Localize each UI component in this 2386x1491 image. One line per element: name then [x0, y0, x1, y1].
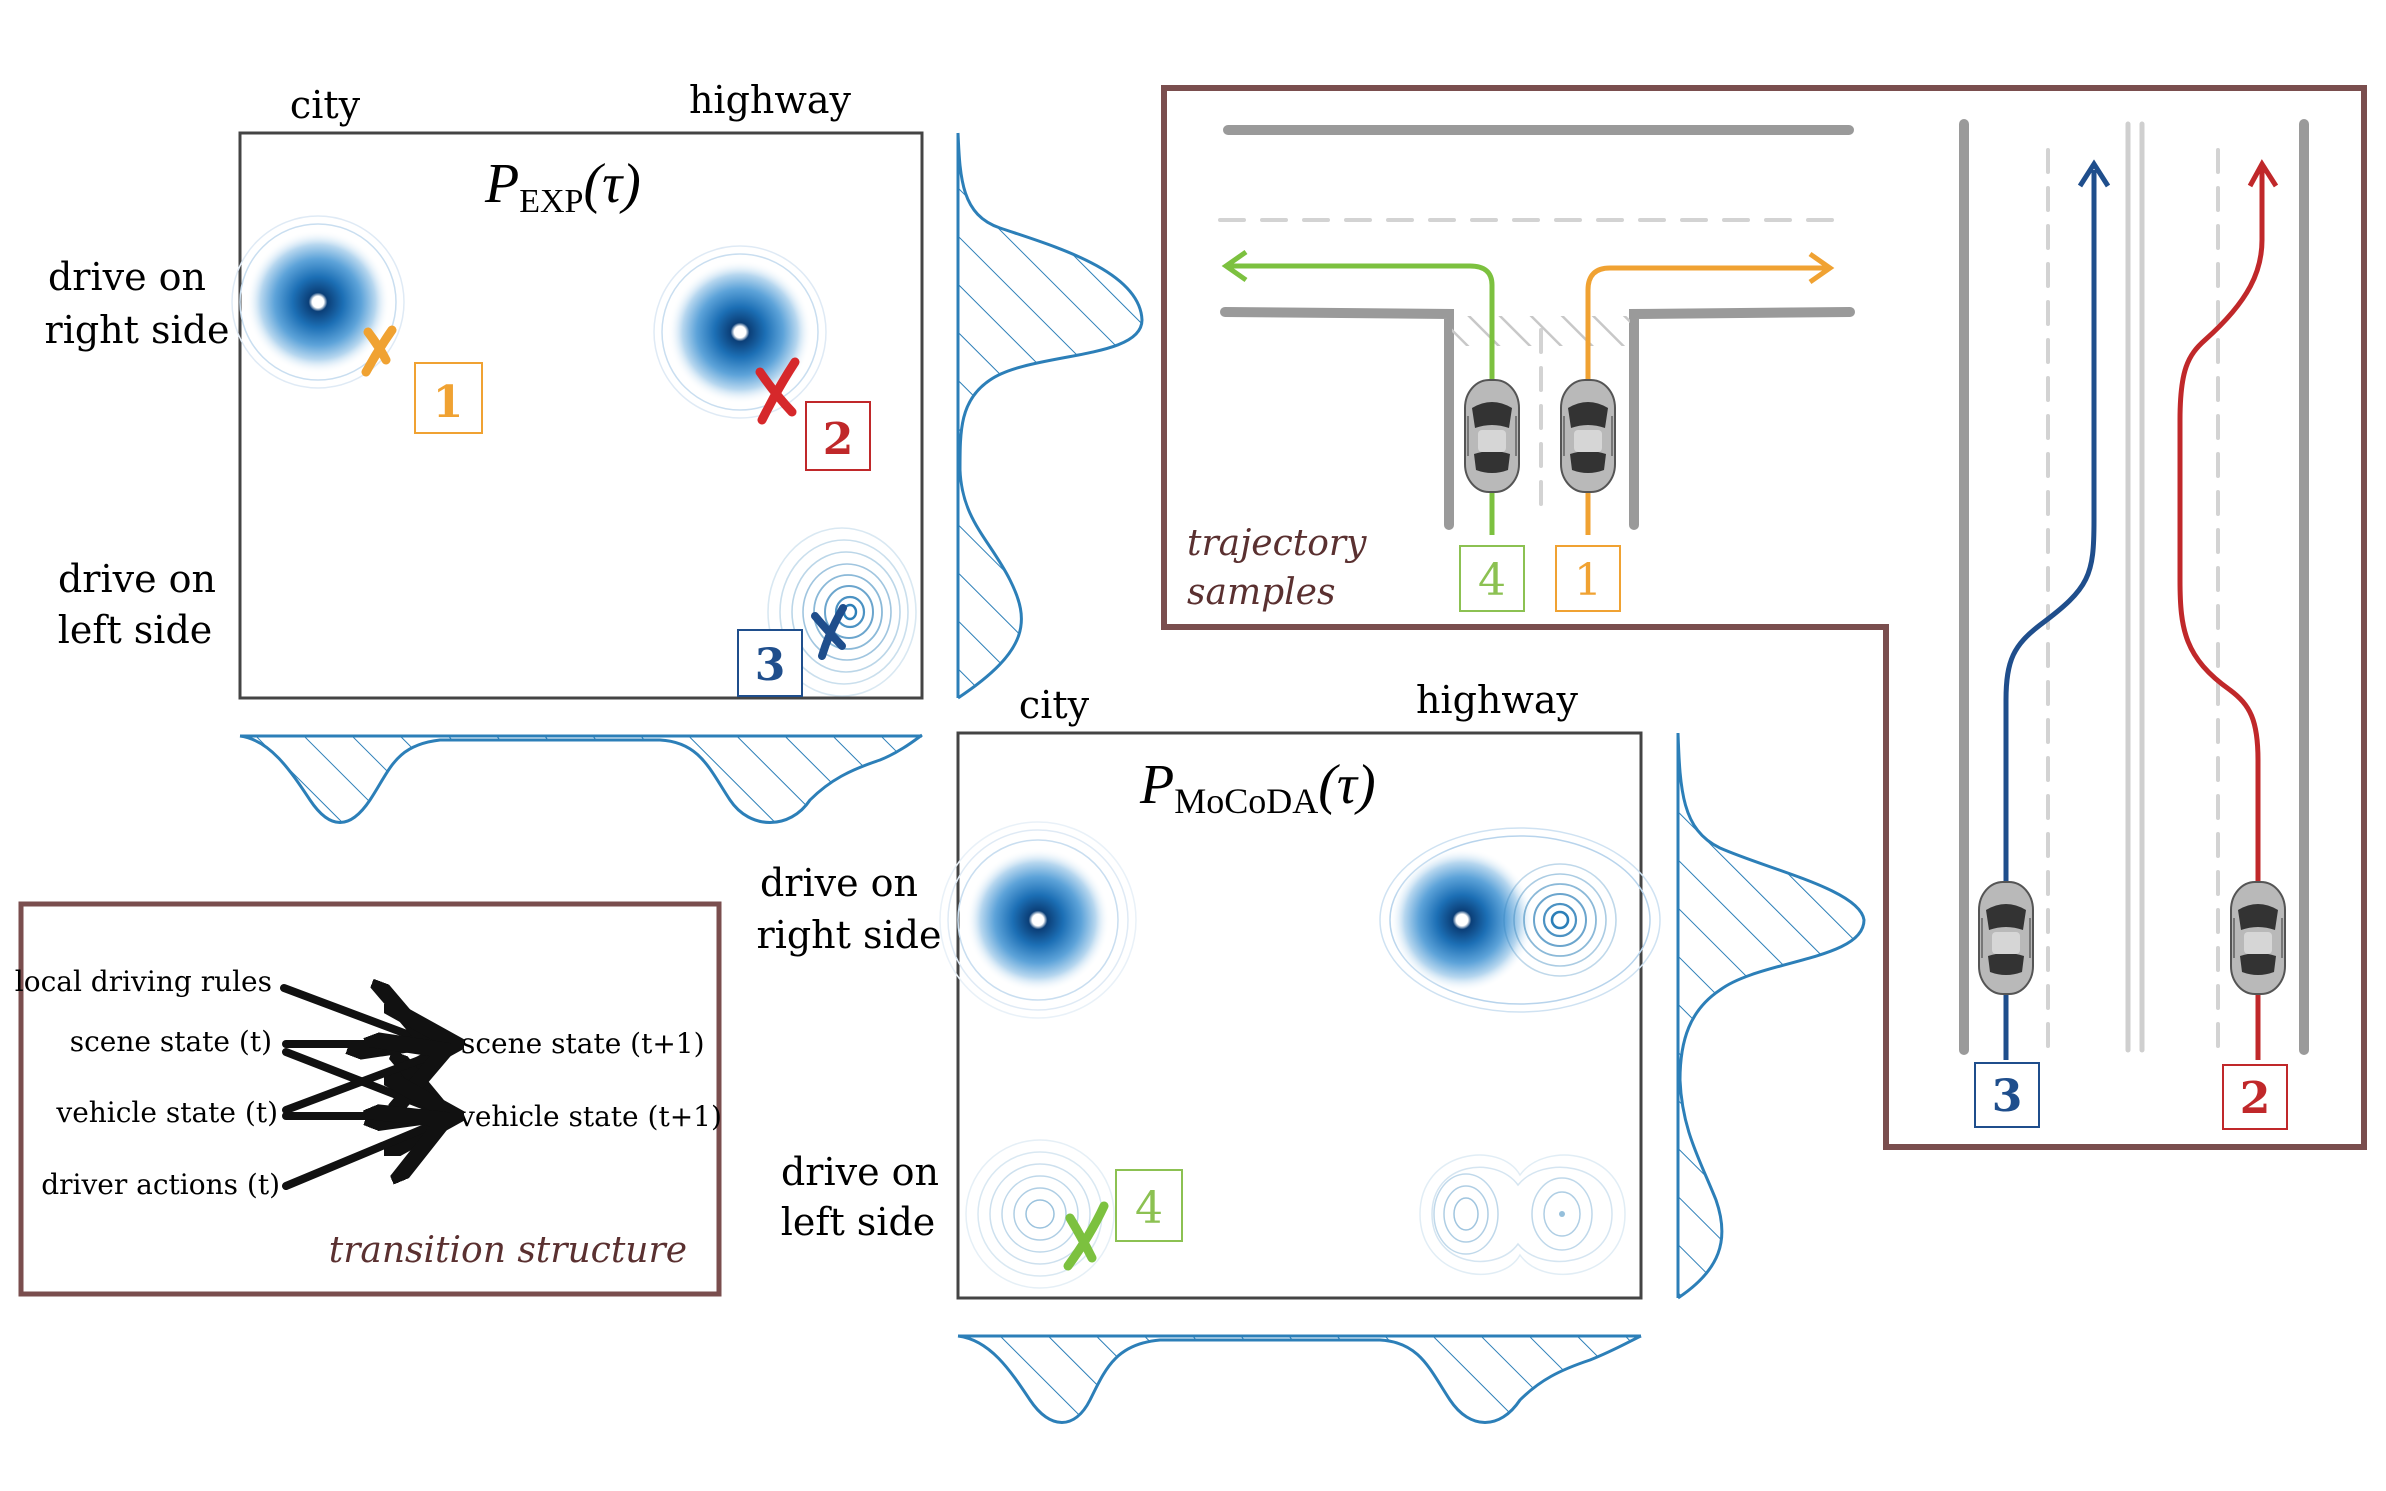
svg-text:trajectory: trajectory — [1187, 523, 1367, 564]
bottom-plot-title-sub: MoCoDA — [1174, 781, 1318, 821]
transition-structure-panel: local driving rules scene state (t) vehi… — [15, 901, 722, 1297]
svg-text:4: 4 — [1135, 1183, 1163, 1234]
trajectory-samples-panel: 4 1 trajectory samples 3 — [1161, 85, 2367, 1150]
sample-1-marker — [361, 325, 397, 377]
transition-caption: transition structure — [329, 1230, 687, 1271]
top-plot-title-sub: EXP — [519, 183, 583, 220]
sample-1-label-traj: 1 — [1555, 545, 1621, 612]
svg-text:4: 4 — [1478, 555, 1506, 606]
sample-2-arrowhead — [2247, 159, 2279, 188]
sample-1-trajectory — [1585, 265, 1826, 535]
top-col-label-highway: highway — [689, 78, 852, 122]
top-density-plot: city highway PEXP(τ) drive on right side… — [45, 78, 1144, 824]
sample-4-label-bottom: 4 — [1115, 1169, 1183, 1242]
sample-2-marker — [755, 357, 800, 425]
sample-4-trajectory — [1230, 263, 1495, 535]
sample-2-label-top: 2 — [805, 401, 871, 471]
sample-1-arrowhead — [1808, 251, 1835, 285]
target-scene-state: scene state (t+1) — [461, 1027, 705, 1060]
sample-3-label-top: 3 — [737, 629, 803, 697]
bottom-right-marginal — [1676, 732, 1866, 1300]
target-vehicle-state: vehicle state (t+1) — [458, 1100, 722, 1133]
svg-text:1: 1 — [433, 377, 464, 428]
svg-text:drive on: drive on — [781, 1150, 939, 1194]
top-blob-highway-left — [767, 527, 917, 697]
sample-3-marker — [811, 604, 847, 660]
transition-arrows — [280, 988, 440, 1190]
bottom-density-plot: city highway PMoCoDA(τ) drive on right s… — [757, 678, 1866, 1424]
top-plot-title: PEXP(τ) — [484, 153, 641, 220]
top-blob-city-right — [231, 215, 405, 389]
sample-4-marker — [1063, 1201, 1109, 1271]
top-bottom-marginal — [239, 733, 923, 824]
svg-text:3: 3 — [1992, 1071, 2023, 1122]
car-sample-2 — [2230, 881, 2286, 995]
bottom-blob-city-right — [939, 821, 1137, 1019]
source-scene-state: scene state (t) — [70, 1025, 272, 1058]
car-sample-4 — [1464, 379, 1520, 493]
svg-text:left side: left side — [781, 1200, 936, 1244]
svg-text:drive on: drive on — [58, 557, 216, 601]
sample-3-label-traj: 3 — [1974, 1062, 2040, 1128]
bottom-plot-title: PMoCoDA(τ) — [1139, 754, 1376, 821]
bottom-bottom-marginal — [957, 1334, 1642, 1424]
svg-text:1: 1 — [1574, 555, 1602, 606]
bottom-blob-highway-right — [1379, 827, 1661, 1013]
svg-text:right side: right side — [757, 913, 942, 957]
highway-road — [1959, 119, 2309, 1055]
svg-text:2: 2 — [2240, 1073, 2271, 1124]
bottom-row-label-left: drive on left side — [781, 1150, 939, 1244]
svg-text:samples: samples — [1187, 572, 1335, 613]
bottom-plot-frame — [956, 731, 1643, 1300]
top-row-label-left: drive on left side — [58, 557, 216, 652]
svg-text:drive on: drive on — [48, 255, 206, 299]
car-sample-3 — [1978, 881, 2034, 995]
sample-2-trajectory — [2177, 168, 2265, 1060]
sample-2-label-traj: 2 — [2222, 1064, 2288, 1130]
bottom-col-label-highway: highway — [1416, 678, 1579, 722]
top-right-marginal — [956, 132, 1144, 700]
sample-4-arrowhead — [1221, 249, 1248, 283]
crosswalk — [1452, 316, 1630, 346]
sample-3-arrowhead — [2077, 159, 2111, 188]
svg-text:2: 2 — [823, 414, 854, 465]
car-sample-1 — [1560, 379, 1616, 493]
svg-text:drive on: drive on — [760, 861, 918, 905]
top-blob-highway-right — [653, 245, 827, 419]
svg-text:right side: right side — [45, 308, 230, 352]
svg-text:left side: left side — [58, 608, 213, 652]
bottom-row-label-right: drive on right side — [757, 861, 942, 957]
svg-text:3: 3 — [755, 640, 786, 691]
source-driver-actions: driver actions (t) — [41, 1168, 280, 1201]
bottom-blob-highway-left — [1419, 1154, 1626, 1276]
sample-3-trajectory — [2003, 170, 2097, 1060]
source-vehicle-state: vehicle state (t) — [55, 1096, 278, 1129]
intersection-road — [1218, 125, 1855, 530]
trajectory-caption: trajectory samples — [1187, 523, 1367, 613]
sample-1-label-top: 1 — [414, 362, 483, 434]
sample-4-label-traj: 4 — [1459, 545, 1525, 612]
top-row-label-right: drive on right side — [45, 255, 230, 352]
source-local-driving-rules: local driving rules — [15, 965, 272, 998]
top-col-label-city: city — [290, 83, 361, 127]
bottom-col-label-city: city — [1019, 683, 1090, 727]
